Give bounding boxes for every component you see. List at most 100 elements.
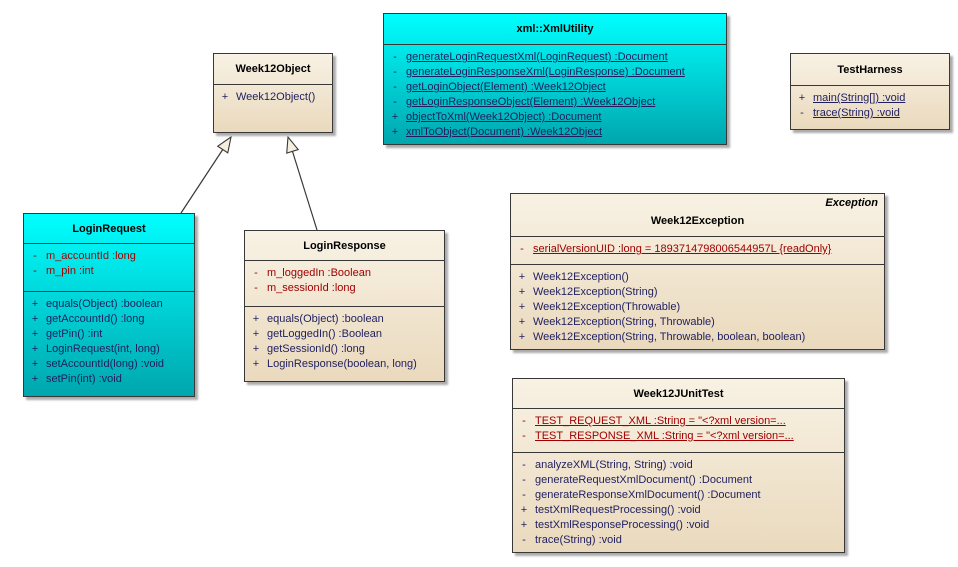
member-text: getLoggedIn() :Boolean xyxy=(267,328,382,340)
visibility-marker: + xyxy=(252,328,260,340)
member-text: serialVersionUID :long = 189371479800654… xyxy=(533,243,832,255)
method-row[interactable]: -trace(String) :void xyxy=(513,533,844,548)
visibility-marker: + xyxy=(31,328,39,340)
class-name: LoginRequest xyxy=(72,222,146,235)
attributes-compartment: -serialVersionUID :long = 18937147980065… xyxy=(511,236,884,264)
class-loginresponse[interactable]: LoginResponse -m_loggedIn :Boolean-m_ses… xyxy=(244,230,445,382)
method-row[interactable]: +LoginResponse(boolean, long) xyxy=(245,357,444,372)
method-row[interactable]: + xmlToObject(Document) :Week12Object xyxy=(384,125,726,140)
attribute-row[interactable]: -TEST_RESPONSE_XML :String = "<?xml vers… xyxy=(513,429,844,444)
member-text: LoginResponse(boolean, long) xyxy=(267,358,417,370)
visibility-marker: + xyxy=(252,313,260,325)
method-row[interactable]: + Week12Exception(String, Throwable) xyxy=(511,315,884,330)
method-row[interactable]: -generateRequestXmlDocument() :Document xyxy=(513,473,844,488)
method-row[interactable]: + equals(Object) :boolean xyxy=(24,297,194,312)
attributes-compartment: -m_loggedIn :Boolean-m_sessionId :long xyxy=(245,260,444,306)
class-title: LoginRequest xyxy=(24,214,194,243)
member-text: equals(Object) :boolean xyxy=(46,298,163,310)
operations-compartment: +Week12Exception()+Week12Exception(Strin… xyxy=(511,264,884,349)
attribute-row[interactable]: -m_pin :int xyxy=(24,264,194,279)
member-text: m_pin :int xyxy=(46,265,94,277)
attribute-row[interactable]: -TEST_REQUEST_XML :String = "<?xml versi… xyxy=(513,414,844,429)
method-row[interactable]: +getAccountId() :long xyxy=(24,312,194,327)
member-text: testXmlRequestProcessing() :void xyxy=(535,504,701,516)
method-row[interactable]: +Week12Exception(Throwable) xyxy=(511,300,884,315)
method-row[interactable]: + getPin() :int xyxy=(24,327,194,342)
class-title: Exception Week12Exception xyxy=(511,194,884,236)
attribute-row[interactable]: -m_loggedIn :Boolean xyxy=(245,266,444,281)
method-row[interactable]: +setPin(int) :void xyxy=(24,372,194,387)
method-row[interactable]: -generateLoginResponseXml(LoginResponse)… xyxy=(384,65,726,80)
class-title: Week12JUnitTest xyxy=(513,379,844,408)
operations-compartment: +equals(Object) :boolean+getLoggedIn() :… xyxy=(245,306,444,381)
class-week12object[interactable]: Week12Object + Week12Object() xyxy=(213,53,333,133)
visibility-marker: + xyxy=(391,111,399,123)
class-name: xml::XmlUtility xyxy=(516,23,594,35)
member-text: generateResponseXmlDocument() :Document xyxy=(535,489,761,501)
class-title: Week12Object xyxy=(214,54,332,84)
method-row[interactable]: +LoginRequest(int, long) xyxy=(24,342,194,357)
class-week12exception[interactable]: Exception Week12Exception -serialVersion… xyxy=(510,193,885,350)
method-row[interactable]: + getLoggedIn() :Boolean xyxy=(245,327,444,342)
operations-compartment: -generateLoginRequestXml(LoginRequest) :… xyxy=(384,44,726,144)
member-text: analyzeXML(String, String) :void xyxy=(535,459,693,471)
member-text: getPin() :int xyxy=(46,328,103,340)
visibility-marker: - xyxy=(393,96,397,108)
attributes-compartment: -m_accountId :long-m_pin :int xyxy=(24,243,194,291)
member-text: Week12Exception(String) xyxy=(533,286,658,298)
member-text: Week12Exception(Throwable) xyxy=(533,301,681,313)
visibility-marker: + xyxy=(391,126,399,138)
visibility-marker: + xyxy=(518,316,526,328)
visibility-marker: - xyxy=(522,430,526,442)
method-row[interactable]: +setAccountId(long) :void xyxy=(24,357,194,372)
attribute-row[interactable]: -m_accountId :long xyxy=(24,249,194,264)
generalization-arrow-loginresponse[interactable] xyxy=(286,135,318,231)
visibility-marker: - xyxy=(522,534,526,546)
generalization-arrow-loginrequest[interactable] xyxy=(180,135,232,214)
member-text: Week12Object() xyxy=(236,91,316,103)
visibility-marker: + xyxy=(31,298,39,310)
member-text: testXmlResponseProcessing() :void xyxy=(535,519,710,531)
class-title: LoginResponse xyxy=(245,231,444,260)
member-text: Week12Exception(String, Throwable, boole… xyxy=(533,331,806,343)
member-text: Week12Exception(String, Throwable) xyxy=(533,316,715,328)
class-xmlutility[interactable]: xml::XmlUtility -generateLoginRequestXml… xyxy=(383,13,727,145)
class-testharness[interactable]: TestHarness +main(String[]) :void-trace(… xyxy=(790,53,950,130)
method-row[interactable]: -analyzeXML(String, String) :void xyxy=(513,458,844,473)
class-loginrequest[interactable]: LoginRequest -m_accountId :long-m_pin :i… xyxy=(23,213,195,397)
member-text: getLoginObject(Element) :Week12Object xyxy=(406,81,606,93)
member-text: trace(String) :void xyxy=(535,534,622,546)
member-text: xmlToObject(Document) :Week12Object xyxy=(406,126,603,138)
method-row[interactable]: -generateResponseXmlDocument() :Document xyxy=(513,488,844,503)
method-row[interactable]: +testXmlRequestProcessing() :void xyxy=(513,503,844,518)
class-name: Week12Object xyxy=(235,63,311,75)
method-row[interactable]: +objectToXml(Week12Object) :Document xyxy=(384,110,726,125)
method-row[interactable]: +main(String[]) :void xyxy=(791,91,949,106)
method-row[interactable]: +Week12Exception(String, Throwable, bool… xyxy=(511,330,884,345)
visibility-marker: + xyxy=(520,519,528,531)
method-row[interactable]: +Week12Exception() xyxy=(511,270,884,285)
member-text: main(String[]) :void xyxy=(813,92,906,104)
visibility-marker: + xyxy=(252,343,260,355)
attribute-row[interactable]: -m_sessionId :long xyxy=(245,281,444,296)
method-row[interactable]: +getSessionId() :long xyxy=(245,342,444,357)
method-row[interactable]: +equals(Object) :boolean xyxy=(245,312,444,327)
method-row[interactable]: +Week12Exception(String) xyxy=(511,285,884,300)
member-text: TEST_RESPONSE_XML :String = "<?xml versi… xyxy=(535,430,794,442)
method-row[interactable]: -generateLoginRequestXml(LoginRequest) :… xyxy=(384,50,726,65)
visibility-marker: - xyxy=(522,415,526,427)
class-name: Week12JUnitTest xyxy=(633,387,724,400)
member-text: getAccountId() :long xyxy=(46,313,145,325)
attribute-row[interactable]: -serialVersionUID :long = 18937147980065… xyxy=(511,242,884,257)
class-name: TestHarness xyxy=(837,63,903,76)
member-text: trace(String) :void xyxy=(813,107,900,119)
member-text: m_accountId :long xyxy=(46,250,136,262)
class-week12junittest[interactable]: Week12JUnitTest -TEST_REQUEST_XML :Strin… xyxy=(512,378,845,553)
method-row[interactable]: + testXmlResponseProcessing() :void xyxy=(513,518,844,533)
method-row[interactable]: + Week12Object() xyxy=(214,90,332,105)
method-row[interactable]: -trace(String) :void xyxy=(791,106,949,121)
method-row[interactable]: -getLoginResponseObject(Element) :Week12… xyxy=(384,95,726,110)
method-row[interactable]: -getLoginObject(Element) :Week12Object xyxy=(384,80,726,95)
visibility-marker: + xyxy=(221,91,229,103)
